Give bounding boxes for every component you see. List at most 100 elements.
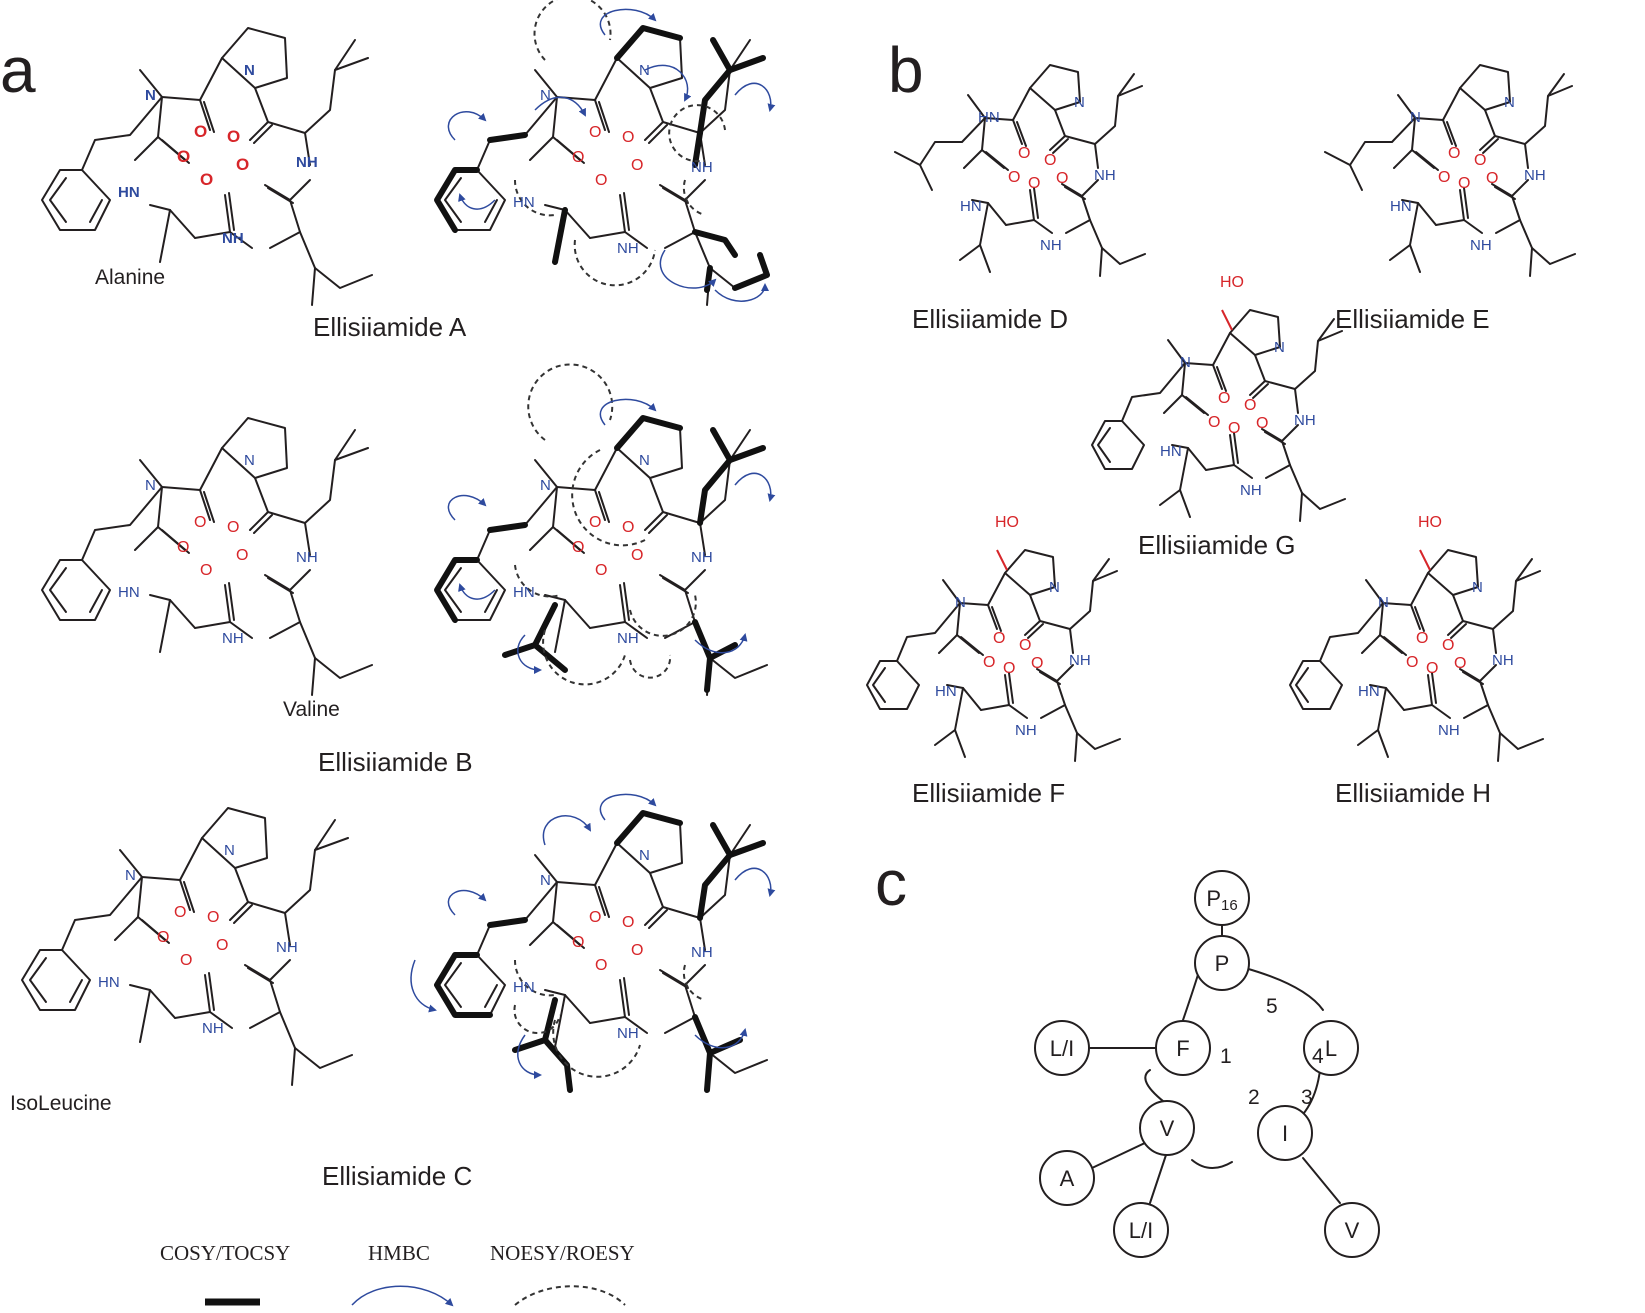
svg-text:O: O (1474, 152, 1486, 169)
edge-i-v (1302, 1157, 1341, 1204)
svg-text:HN: HN (118, 584, 140, 601)
svg-text:O: O (631, 547, 643, 564)
node-v: V (1139, 1100, 1195, 1156)
node-a: A (1039, 1150, 1095, 1206)
svg-text:HN: HN (960, 198, 982, 215)
svg-text:P: P (1215, 951, 1230, 976)
svg-text:O: O (1486, 170, 1498, 187)
svg-text:O: O (194, 122, 207, 141)
svg-text:NH: NH (276, 939, 298, 956)
ellisiiamide-h-structure: HO N N O O NH O O O HN NH (1289, 514, 1544, 762)
svg-text:N: N (639, 452, 650, 469)
svg-text:NH: NH (1094, 167, 1116, 184)
legend-noesy-swatch (514, 1285, 626, 1306)
svg-text:O: O (572, 149, 584, 166)
svg-text:NH: NH (617, 240, 639, 257)
position-4: 4 (1312, 1045, 1324, 1068)
svg-text:O: O (1031, 655, 1043, 672)
ellisiiamide-c-structure: N N O O NH O O O HN NH (21, 807, 353, 1086)
node-li-bottom: L/I (1113, 1202, 1169, 1258)
svg-text:HN: HN (98, 974, 120, 991)
svg-text:L: L (1325, 1036, 1337, 1061)
svg-text:O: O (1406, 654, 1418, 671)
svg-text:N: N (1504, 94, 1515, 111)
legend-cosy-label: COSY/TOCSY (160, 1241, 290, 1265)
svg-text:O: O (1458, 175, 1470, 192)
svg-text:NH: NH (617, 1025, 639, 1042)
svg-text:NH: NH (222, 230, 244, 247)
svg-text:O: O (1018, 145, 1030, 162)
svg-text:O: O (1044, 152, 1056, 169)
svg-text:O: O (589, 909, 601, 926)
svg-text:N: N (955, 594, 966, 611)
svg-text:HN: HN (1390, 198, 1412, 215)
ring-arc (1181, 967, 1201, 1024)
ellisiiamide-b-structure: N N O O NH O O O HN NH (41, 417, 373, 696)
node-i: I (1257, 1105, 1313, 1161)
svg-text:F: F (1176, 1036, 1189, 1061)
panel-label-a: a (0, 34, 36, 106)
ellisiiamide-b-correlations: N N O O NH O O O HN NH (434, 363, 776, 696)
svg-text:NH: NH (691, 944, 713, 961)
svg-text:NH: NH (1524, 167, 1546, 184)
svg-text:I: I (1282, 1121, 1288, 1146)
ellisiiamide-f-structure: HO N N O O NH O O O HN NH (866, 514, 1121, 762)
compound-name-e: Ellisiiamide E (1335, 304, 1490, 334)
residue-network: P16 P L I V F L/I A (1034, 870, 1380, 1258)
svg-text:NH: NH (1492, 652, 1514, 669)
svg-text:NH: NH (296, 549, 318, 566)
position-3: 3 (1301, 1086, 1313, 1109)
svg-text:N: N (1274, 339, 1285, 356)
position-1: 1 (1220, 1045, 1232, 1068)
svg-text:N: N (244, 62, 255, 79)
svg-text:O: O (177, 147, 190, 166)
compound-name-f: Ellisiiamide F (912, 778, 1065, 808)
edge-v-li (1149, 1151, 1168, 1204)
svg-text:O: O (622, 914, 634, 931)
svg-text:N: N (244, 452, 255, 469)
svg-text:NH: NH (1294, 412, 1316, 429)
svg-text:NH: NH (617, 630, 639, 647)
compound-name-c: Ellisiamide C (322, 1161, 472, 1191)
svg-text:NH: NH (1470, 237, 1492, 254)
svg-text:N: N (1472, 579, 1483, 596)
svg-text:N: N (639, 62, 650, 79)
svg-text:NH: NH (1040, 237, 1062, 254)
svg-text:O: O (200, 562, 212, 579)
position-2: 2 (1248, 1086, 1260, 1109)
svg-text:O: O (1416, 630, 1428, 647)
svg-text:O: O (1019, 637, 1031, 654)
ellisiiamide-e-structure: N N O O NH O O O HN NH (1324, 64, 1576, 277)
svg-text:NH: NH (1438, 722, 1460, 739)
svg-text:N: N (145, 87, 156, 104)
legend-hmbc-label: HMBC (368, 1241, 430, 1265)
svg-text:HN: HN (1358, 683, 1380, 700)
svg-text:V: V (1160, 1116, 1175, 1141)
svg-text:O: O (1442, 637, 1454, 654)
svg-text:NH: NH (296, 154, 318, 171)
svg-text:O: O (227, 127, 240, 146)
svg-text:O: O (1426, 660, 1438, 677)
ring-arc (1244, 967, 1324, 1011)
svg-text:O: O (993, 630, 1005, 647)
svg-text:O: O (1208, 414, 1220, 431)
svg-text:N: N (540, 87, 551, 104)
panel-label-b: b (888, 34, 924, 106)
svg-text:N: N (1180, 354, 1191, 371)
svg-text:N: N (1074, 94, 1085, 111)
svg-text:O: O (227, 519, 239, 536)
ellisiiamide-g-structure: HO N N O O NH O O O HN NH (1091, 274, 1346, 522)
node-l: L (1303, 1020, 1359, 1076)
svg-text:N: N (1410, 109, 1421, 126)
svg-text:O: O (572, 539, 584, 556)
node-li-left: L/I (1034, 1020, 1090, 1076)
svg-text:HO: HO (995, 514, 1019, 531)
svg-text:O: O (983, 654, 995, 671)
node-f: F (1155, 1020, 1211, 1076)
svg-text:O: O (631, 157, 643, 174)
svg-text:O: O (589, 124, 601, 141)
svg-text:O: O (157, 929, 169, 946)
edge-v-a (1091, 1141, 1148, 1169)
svg-text:O: O (236, 547, 248, 564)
svg-text:O: O (1056, 170, 1068, 187)
